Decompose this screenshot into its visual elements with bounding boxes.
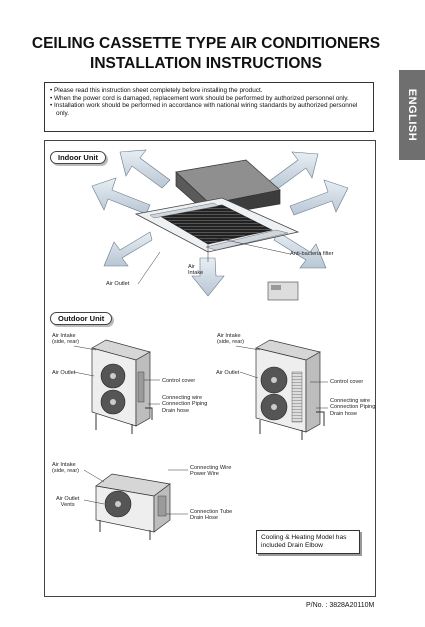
airflow-arrow [289, 179, 349, 216]
left-air-outlet-label: Air Outlet [52, 370, 76, 376]
outdoor-unit-bottom [83, 469, 188, 540]
right-air-intake-label: Air Intake (side, rear) [217, 333, 245, 346]
right-connections-label: Connecting wire Connection Piping Drain … [330, 398, 376, 417]
left-air-intake-label: Air Intake (side, rear) [52, 333, 80, 346]
notice-box: • Please read this instruction sheet com… [44, 82, 374, 132]
air-outlet-label: Air Outlet [106, 281, 130, 287]
language-tab[interactable]: ENGLISH [399, 70, 425, 160]
airflow-arrow [103, 231, 153, 267]
right-air-outlet-label: Air Outlet [216, 370, 240, 376]
left-control-cover-label: Control cover [162, 378, 196, 384]
left-connections-label: Connecting wire Connection Piping Drain … [162, 395, 208, 414]
outdoor-unit-left [73, 339, 160, 434]
bottom-wires-label: Connecting Wire Power Wire [190, 465, 232, 478]
right-control-cover-label: Control cover [330, 379, 364, 385]
airflow-arrow [91, 177, 151, 215]
part-number: P/No. : 3828A20110M [306, 602, 375, 609]
outdoor-unit-heading: Outdoor Unit [50, 312, 113, 325]
title-line-2: INSTALLATION INSTRUCTIONS [90, 55, 322, 72]
notice-item: • When the power cord is damaged, replac… [50, 94, 349, 102]
airflow-arrow [273, 231, 327, 269]
illustration-frame [44, 140, 376, 597]
drain-elbow-note: Cooling & Heating Model has included Dra… [256, 530, 360, 554]
indoor-unit-illustration [91, 149, 349, 301]
title-line-1: CEILING CASSETTE TYPE AIR CONDITIONERS [31, 35, 381, 52]
bottom-air-outlet-label: Air Outlet Vents [56, 496, 80, 509]
airflow-arrow [267, 151, 319, 191]
bottom-tubes-label: Connection Tube Drain Hose [190, 509, 233, 522]
notice-item: • Installation work should be performed … [50, 102, 358, 117]
notice-item: • Please read this instruction sheet com… [50, 87, 263, 94]
bottom-air-intake-label: Air Intake (side, rear) [52, 462, 80, 475]
outdoor-unit-right [235, 339, 328, 440]
airflow-arrow [119, 149, 171, 189]
air-intake-label: Air Intake [188, 264, 204, 277]
anti-bacteria-filter-label: Anti-bacteria filter [290, 251, 334, 257]
indoor-unit-heading: Indoor Unit [50, 151, 106, 164]
airflow-arrow [191, 257, 225, 297]
